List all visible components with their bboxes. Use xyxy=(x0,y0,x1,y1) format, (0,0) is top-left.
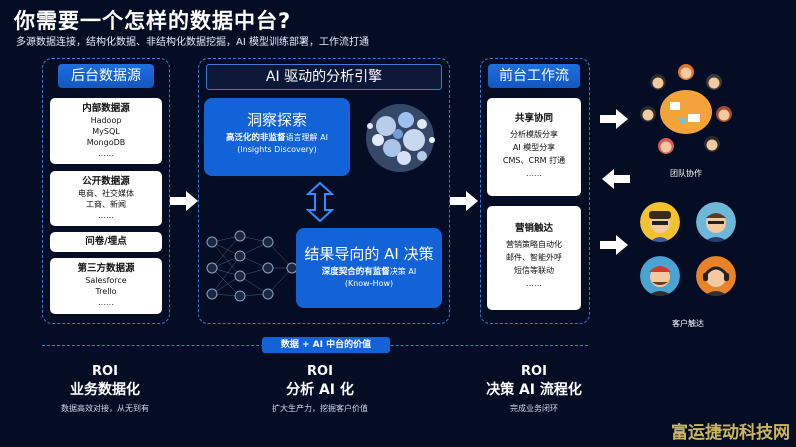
card-line: 工商、新闻 xyxy=(86,200,126,209)
customer-caption: 客户触达 xyxy=(672,319,704,328)
right-panel-title: 前台工作流 xyxy=(488,64,580,88)
left-card-survey: 问卷/埋点 xyxy=(50,232,162,252)
right-card-marketing: 营销触达 营销策略自动化 邮件、智能外呼 短信等联动 …… xyxy=(487,206,581,310)
card-line: AI 模型分享 xyxy=(512,143,556,152)
team-meeting-illustration xyxy=(640,64,732,154)
roi-main: 分析 AI 化 xyxy=(286,382,354,398)
insight-line1: 高泛化的非监督语言理解 AI xyxy=(204,132,350,144)
watermark: 富运捷动科技网 xyxy=(671,423,790,443)
data-cluster-illustration xyxy=(366,104,435,172)
roi-desc: 数据高效对接，从无到有 xyxy=(61,404,149,413)
card-line: …… xyxy=(98,211,114,220)
customer-avatar xyxy=(640,202,680,242)
insight-bold: 高泛化的非监督 xyxy=(226,133,286,143)
card-title: 公开数据源 xyxy=(82,176,130,187)
insight-line2: (Insights Discovery) xyxy=(237,145,317,154)
card-line: CMS、CRM 打通 xyxy=(502,156,566,165)
arrow-left-icon xyxy=(602,169,630,189)
card-line: MongoDB xyxy=(86,138,126,147)
middle-panel-title: AI 驱动的分析引擎 xyxy=(206,64,442,90)
insight-card: 洞察探索 高泛化的非监督语言理解 AI (Insights Discovery) xyxy=(204,98,350,176)
card-line: 电商、社交媒体 xyxy=(78,189,134,198)
arrow-right-icon xyxy=(600,235,628,255)
customer-avatar xyxy=(640,256,680,296)
decision-bold: 深度契合的有监督 xyxy=(321,267,390,277)
card-title: 共享协同 xyxy=(514,113,553,124)
card-title: 问卷/埋点 xyxy=(85,236,127,247)
roi-main: 业务数据化 xyxy=(70,382,140,398)
card-line: …… xyxy=(98,298,114,307)
roi-column: ROI 分析 AI 化 扩大生产力，挖掘客户价值 xyxy=(240,364,400,414)
arrow-right-icon xyxy=(450,191,478,211)
roi-main: 决策 AI 流程化 xyxy=(486,382,582,398)
card-line: 营销策略自动化 xyxy=(506,240,562,249)
decision-card: 结果导向的 AI 决策 深度契合的有监督决策 AI (Know-How) xyxy=(296,228,442,308)
neural-network-illustration xyxy=(206,230,298,302)
roi-top: ROI xyxy=(92,364,118,379)
team-caption: 团队协作 xyxy=(670,169,702,178)
left-panel-title: 后台数据源 xyxy=(58,64,154,88)
value-bar-label: 数据 + AI 中台的价值 xyxy=(262,337,390,353)
insight-rest: 语言理解 AI xyxy=(285,133,328,142)
decision-rest: 决策 AI xyxy=(389,267,417,276)
left-card-internal: 内部数据源 Hadoop MySQL MongoDB …… xyxy=(50,98,162,164)
card-line: MySQL xyxy=(92,127,120,136)
roi-column: ROI 决策 AI 流程化 完成业务闭环 xyxy=(454,364,614,414)
card-line: Salesforce xyxy=(85,276,127,285)
roi-column: ROI 业务数据化 数据高效对接，从无到有 xyxy=(25,364,185,414)
card-line: …… xyxy=(526,169,542,178)
card-line: Hadoop xyxy=(90,116,122,125)
card-line: …… xyxy=(98,149,114,158)
decision-line2: (Know-How) xyxy=(344,279,394,288)
left-card-public: 公开数据源 电商、社交媒体 工商、新闻 …… xyxy=(50,171,162,226)
customer-avatar xyxy=(696,256,736,296)
card-line: …… xyxy=(526,279,542,288)
left-card-thirdparty: 第三方数据源 Salesforce Trello …… xyxy=(50,258,162,314)
arrow-right-icon xyxy=(170,191,198,211)
page-subtitle: 多源数据连接，结构化数据、非结构化数据挖掘，AI 模型训练部署，工作流打通 xyxy=(16,37,369,48)
card-title: 营销触达 xyxy=(514,223,553,234)
customer-avatar xyxy=(696,202,736,242)
card-line: 分析模版分享 xyxy=(510,130,558,139)
roi-desc: 扩大生产力，挖掘客户价值 xyxy=(272,404,368,413)
card-line: 邮件、智能外呼 xyxy=(506,253,562,262)
roi-top: ROI xyxy=(307,364,333,379)
card-line: Trello xyxy=(95,287,117,296)
page-title: 你需要一个怎样的数据中台? xyxy=(14,9,292,33)
roi-desc: 完成业务闭环 xyxy=(510,404,558,413)
right-card-collab: 共享协同 分析模版分享 AI 模型分享 CMS、CRM 打通 …… xyxy=(487,98,581,196)
insight-title: 洞察探索 xyxy=(246,111,307,129)
decision-title: 结果导向的 AI 决策 xyxy=(304,245,434,263)
arrow-right-icon xyxy=(600,109,628,129)
middle-panel xyxy=(198,58,450,324)
left-panel xyxy=(42,58,170,324)
card-line: 短信等联动 xyxy=(514,266,554,275)
double-arrow-icon xyxy=(306,182,334,222)
card-title: 第三方数据源 xyxy=(77,263,135,274)
right-panel xyxy=(480,58,590,324)
card-title: 内部数据源 xyxy=(82,103,130,114)
decision-line1: 深度契合的有监督决策 AI xyxy=(296,266,442,278)
roi-top: ROI xyxy=(521,364,547,379)
